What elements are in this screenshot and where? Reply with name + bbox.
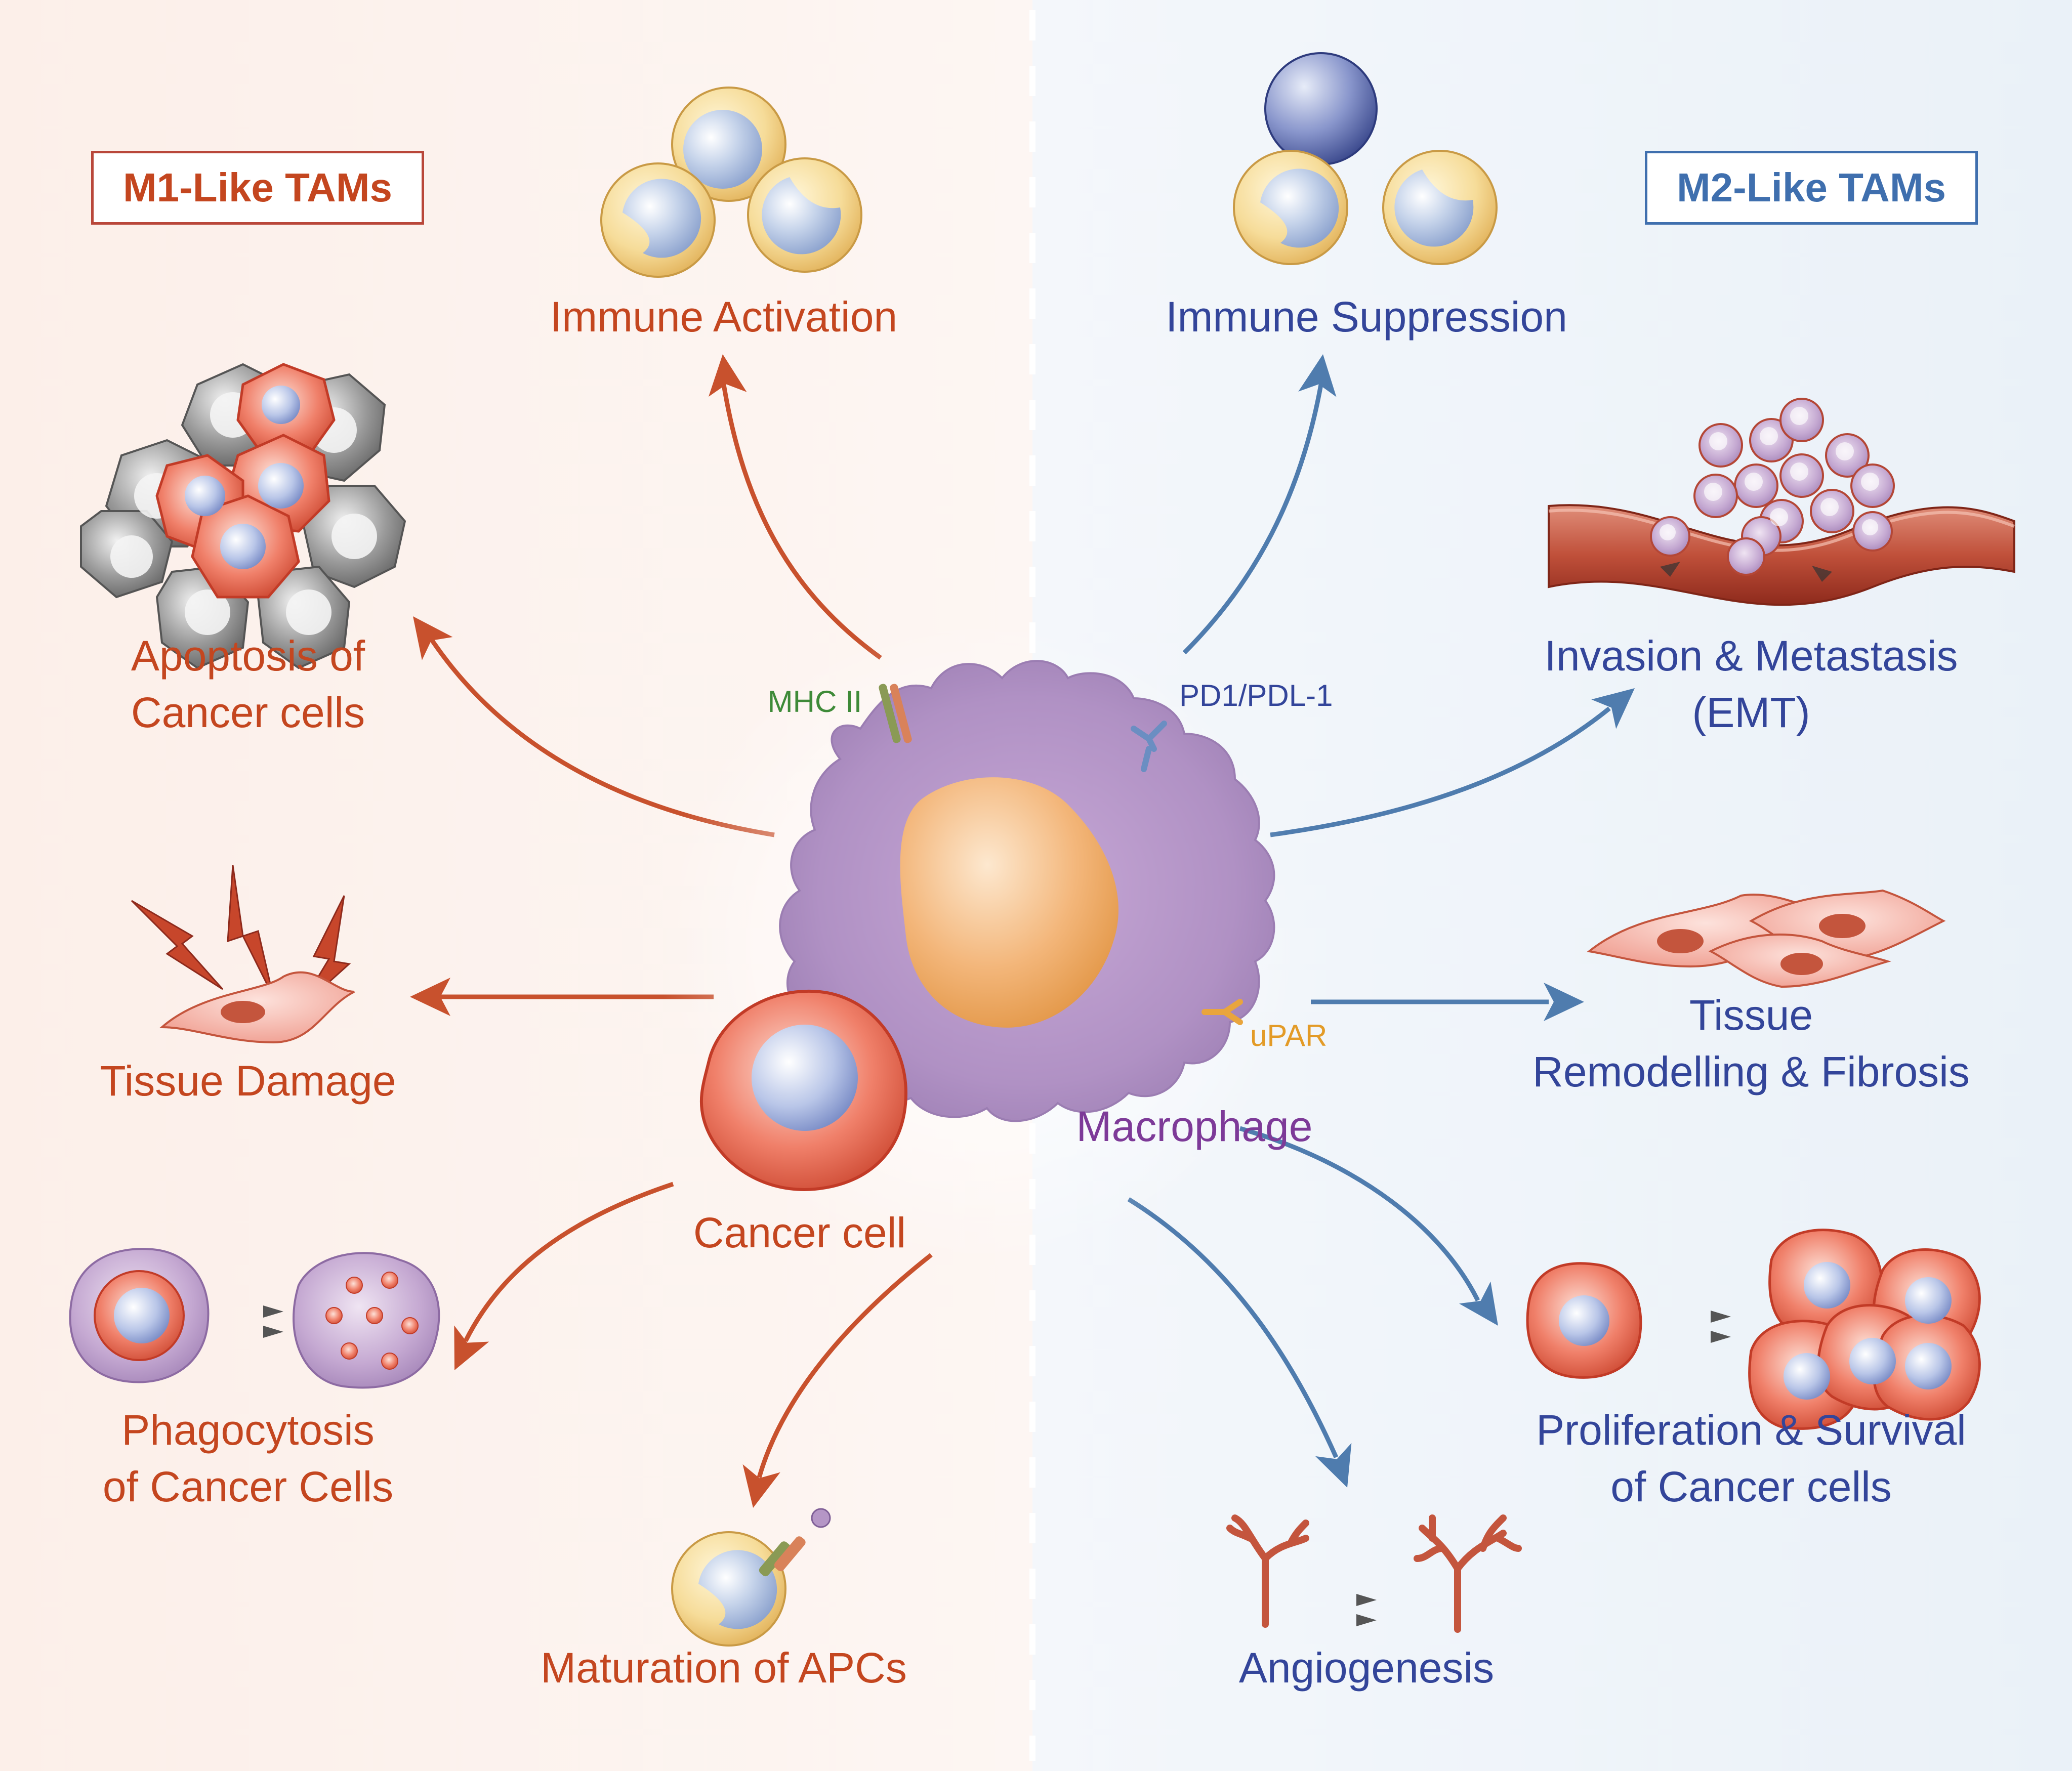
capillary-arrows (1356, 1594, 1377, 1626)
label-cancer-cell: Cancer cell (693, 1209, 906, 1256)
label-invasion-2: (EMT) (1692, 689, 1810, 736)
label-immune-suppression: Immune Suppression (1166, 293, 1567, 341)
blood-vessel-icon (1548, 398, 2015, 606)
label-immune-activation: Immune Activation (550, 293, 898, 341)
label-upar: uPAR (1250, 1019, 1328, 1052)
label-phagocytosis-1: Phagocytosis (121, 1406, 375, 1454)
phagosome-icon (69, 1248, 440, 1389)
arrow-angiogenesis (1127, 1197, 1339, 1458)
label-proliferation-2: of Cancer cells (1610, 1463, 1892, 1510)
label-maturation: Maturation of APCs (541, 1644, 907, 1692)
arrow-maturation (757, 1253, 933, 1479)
label-remodelling-2: Remodelling & Fibrosis (1532, 1048, 1970, 1095)
m1-title: M1-Like TAMs (123, 165, 392, 210)
m2-title: M2-Like TAMs (1677, 165, 1946, 210)
arrow-immune-suppression (1182, 384, 1323, 655)
receptor-icon (879, 684, 912, 743)
arrow-proliferation (1239, 1126, 1480, 1302)
m2-arrows (1127, 384, 1611, 1458)
m2-title-box: M2-Like TAMs (1645, 151, 1978, 225)
t-cell-icon (600, 87, 862, 278)
label-apoptosis-1: Apoptosis of (131, 632, 365, 680)
label-phagocytosis-2: of Cancer Cells (102, 1463, 394, 1510)
treg-cell-icon (1233, 52, 1498, 265)
label-invasion-1: Invasion & Metastasis (1544, 632, 1958, 680)
apc-icon (671, 1508, 831, 1647)
label-tissue-damage: Tissue Damage (100, 1057, 396, 1105)
label-macrophage: Macrophage (1076, 1103, 1313, 1150)
receptor-icon (1201, 999, 1243, 1025)
arrow-invasion (1270, 706, 1611, 837)
fibroblast-icon (1587, 889, 1946, 988)
label-mhc: MHC II (767, 685, 862, 719)
label-proliferation-1: Proliferation & Survival (1536, 1406, 1966, 1454)
arrow-phagocytosis (463, 1182, 674, 1342)
receptor-icon (1131, 721, 1167, 772)
label-angiogenesis: Angiogenesis (1238, 1644, 1495, 1692)
fibroblast-icon (159, 971, 355, 1044)
cancer-cell-icon (1526, 1229, 1981, 1430)
label-remodelling-1: Tissue (1689, 991, 1813, 1039)
capillary-icon (1226, 1514, 1522, 1633)
dead-cell-icon (80, 363, 406, 669)
arrow-immune-activation (721, 384, 882, 660)
cancer-cell-icon (699, 989, 908, 1191)
m1-title-box: M1-Like TAMs (91, 151, 424, 225)
label-pd1: PD1/PDL-1 (1179, 679, 1333, 712)
label-apoptosis-2: Cancer cells (131, 689, 365, 736)
